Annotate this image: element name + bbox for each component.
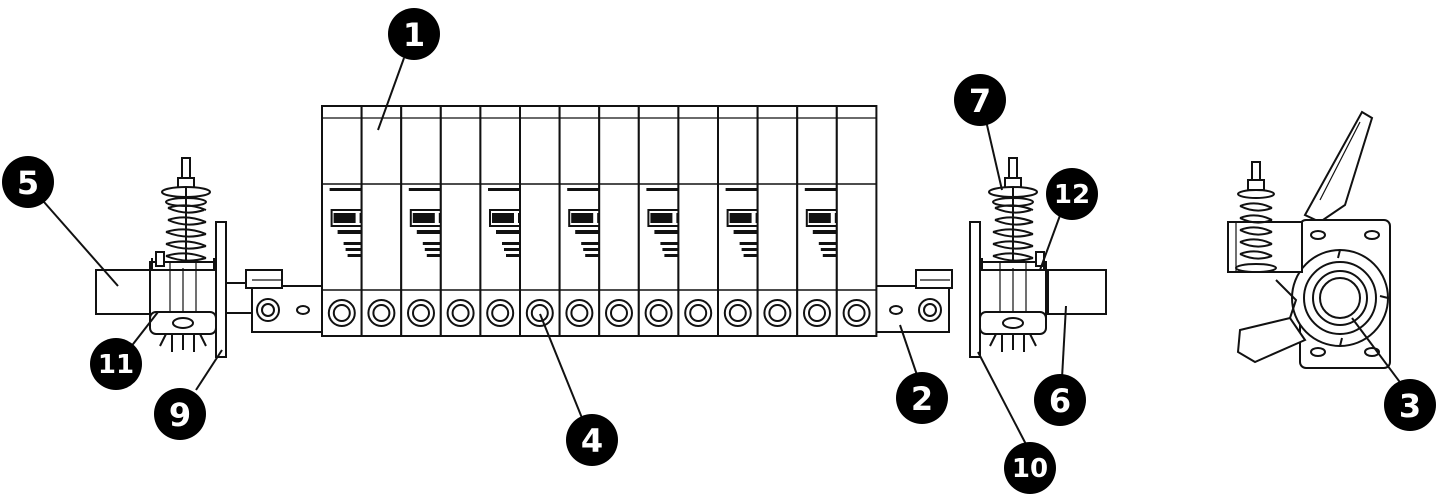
callout-7: 7 [954,74,1006,126]
callout-label: 5 [17,164,39,202]
left-mounting-assembly [95,157,259,358]
leader-10 [977,351,1031,453]
left-main-tube [95,269,155,315]
callout-11: 11 [90,338,142,390]
blade-modules [321,105,878,337]
callout-label: 9 [169,396,191,434]
callout-2: 2 [896,372,948,424]
callout-label: 4 [581,422,603,460]
callout-label: 11 [98,350,134,380]
blade-mainframe [245,105,953,337]
left-side-plate [215,221,227,358]
callout-markers: 1 2 3 4 5 6 7 9 10 11 12 [2,8,1436,494]
callout-1: 1 [388,8,440,60]
callout-10: 10 [1004,442,1056,494]
blade-module [835,105,878,337]
callout-5: 5 [2,156,54,208]
leader-3 [1351,317,1403,386]
blade-module [598,105,640,337]
blade-module [360,105,403,337]
side-view-blade-arm [1303,110,1374,224]
blade-module [756,105,799,337]
right-mounting-assembly [969,157,1107,358]
callout-9: 9 [154,388,206,440]
callout-label: 6 [1049,382,1071,420]
leader-5 [43,201,119,287]
left-tension-spring [161,157,211,262]
callout-label: 12 [1054,180,1090,210]
leader-1 [377,57,405,131]
blade-module [519,105,561,337]
callout-12: 12 [1046,168,1098,220]
leader-4 [539,313,583,419]
callout-label: 2 [911,380,933,418]
right-main-tube [1047,269,1107,315]
leader-2 [899,324,919,379]
callout-6: 6 [1034,374,1086,426]
side-view-assembly [1227,110,1391,369]
callout-label: 1 [403,16,425,54]
callout-label: 3 [1399,387,1421,425]
leader-12 [1039,209,1063,271]
right-side-plate [969,221,981,358]
blade-module [439,105,482,337]
callout-4: 4 [566,414,618,466]
right-tension-spring [988,157,1038,262]
callout-label: 7 [969,82,991,120]
blade-module [677,105,720,337]
leader-9 [195,349,223,391]
callout-3: 3 [1384,379,1436,431]
callout-label: 10 [1012,454,1048,484]
leader-6 [1061,305,1067,379]
leader-11 [129,311,159,349]
